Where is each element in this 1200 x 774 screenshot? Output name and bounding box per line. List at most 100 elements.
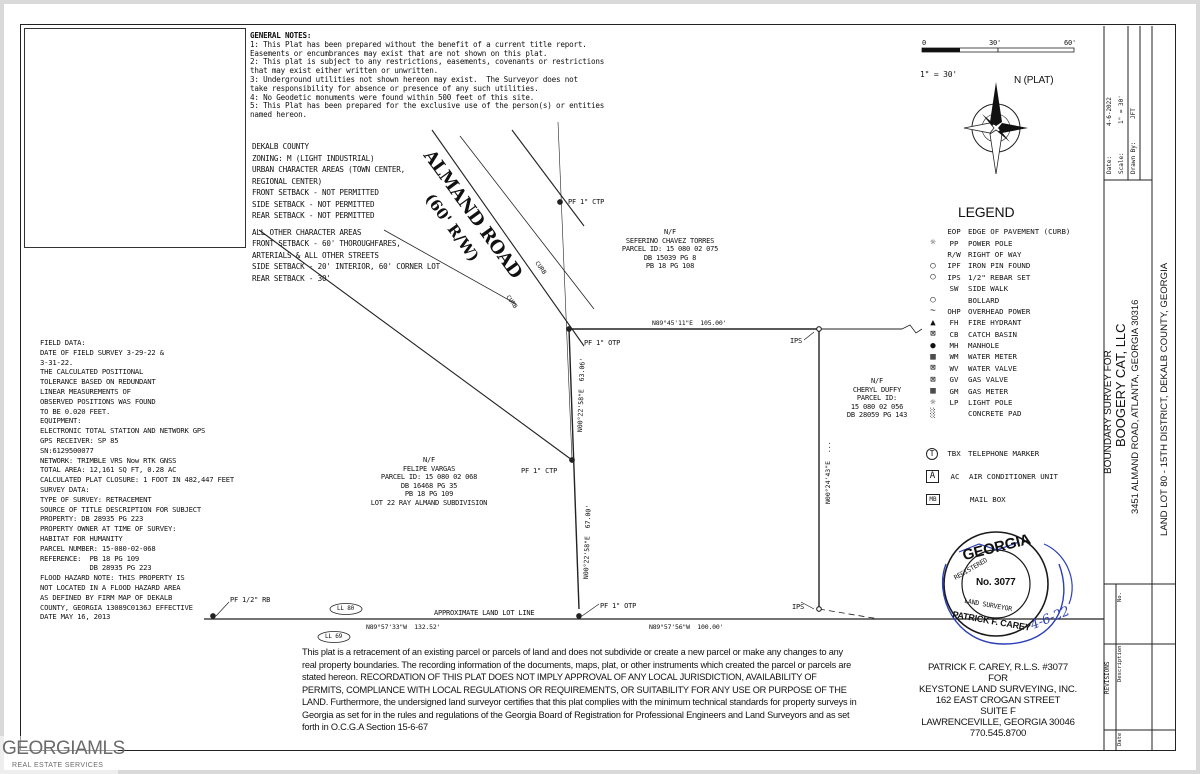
general-note-line: 3: Underground utilities not shown hereo… bbox=[250, 74, 578, 84]
field-data-line: THE CALCULATED POSITIONAL bbox=[40, 367, 144, 377]
field-data-line: ELECTRONIC TOTAL STATION AND NETWORK GPS bbox=[40, 426, 206, 436]
surveyor-line: 162 EAST CROGAN STREET bbox=[935, 695, 1061, 706]
parcel-line: PARCEL ID: 15 080 02 075 bbox=[621, 245, 719, 254]
legend-desc: LIGHT POLE bbox=[968, 398, 1013, 408]
legend-symbol: ○ bbox=[930, 272, 936, 283]
legend-symbol: ○ bbox=[930, 295, 936, 306]
field-data-line: HABITAT FOR HUMANITY bbox=[40, 533, 123, 543]
field-data-line: REFERENCE: PB 18 PG 109 bbox=[40, 553, 140, 563]
general-note-line: take responsibility for absence or prese… bbox=[250, 83, 539, 93]
title-block-lines bbox=[1103, 26, 1176, 750]
mailbox-icon: MB bbox=[926, 494, 940, 505]
zoning-line: URBAN CHARACTER AREAS (TOWN CENTER, bbox=[252, 165, 406, 174]
pin-label: PF 1" OTP bbox=[584, 339, 621, 347]
field-data-line: CALCULATED PLAT CLOSURE: 1 FOOT IN 482,4… bbox=[40, 475, 234, 485]
parcel-line: N/F bbox=[422, 456, 436, 464]
leader-line bbox=[803, 331, 815, 341]
plat-sheet: GENERAL NOTES: 1: This Plat has been pre… bbox=[0, 4, 1196, 774]
zoning-line: ALL OTHER CHARACTER AREAS bbox=[252, 227, 362, 237]
scale-tick-30: 30' bbox=[989, 39, 1002, 47]
field-data: FIELD DATA: DATE OF FIELD SURVEY 3-29-22… bbox=[40, 338, 234, 622]
title-date-label: Date: bbox=[1106, 155, 1113, 174]
parcel-line: 15 080 02 056 bbox=[850, 402, 904, 411]
title-client: BOOGERY CAT, LLC bbox=[1113, 323, 1128, 447]
zoning-line: ZONING: M (LIGHT INDUSTRIAL) bbox=[252, 153, 375, 163]
title-scale-label: Scale: bbox=[1118, 152, 1125, 174]
field-data-line: OBSERVED POSITIONS WAS FOUND bbox=[40, 396, 156, 406]
iron-pin-set bbox=[816, 326, 822, 332]
north-arrow-icon bbox=[963, 82, 1028, 175]
watermark-sub: REAL ESTATE SERVICES bbox=[12, 762, 104, 769]
road-curb-line bbox=[383, 229, 517, 305]
legend-symbol: ○ bbox=[930, 260, 936, 271]
revisions-description: Description bbox=[1117, 645, 1123, 682]
surveyor-line: SUITE F bbox=[980, 706, 1016, 717]
surveyor-block: PATRICK F. CAREY, R.L.S. #3077 FOR KEYST… bbox=[910, 662, 1086, 739]
pin-label: IPS bbox=[790, 337, 803, 345]
legend-code: IPF bbox=[947, 261, 961, 271]
legend-code: LP bbox=[949, 398, 959, 408]
field-data-line: PROPERTY: DB 28935 PG 223 bbox=[40, 514, 144, 524]
field-data-line: LINEAR MEASUREMENTS OF bbox=[40, 386, 131, 396]
iron-pin-found bbox=[569, 457, 575, 463]
ac-unit-icon: A bbox=[926, 470, 939, 483]
road-centerline bbox=[557, 121, 573, 461]
legend-item: EOP EDGE OF PAVEMENT (CURB) bbox=[926, 226, 1070, 237]
watermark-brand: GEORGIAMLS bbox=[2, 738, 125, 759]
legend-code: R/W bbox=[947, 249, 961, 259]
ll69-label: LL 69 bbox=[325, 633, 343, 640]
general-note-line: 4: No Geodetic monuments were found with… bbox=[250, 92, 535, 102]
legend-desc: EDGE OF PAVEMENT (CURB) bbox=[968, 227, 1071, 237]
legend-code: SW bbox=[949, 284, 959, 294]
parcel-subject: N/F FELIPE VARGAS PARCEL ID: 15 080 02 0… bbox=[354, 456, 504, 508]
legend-code: FH bbox=[949, 318, 959, 328]
field-data-line: FIELD DATA: bbox=[40, 338, 86, 347]
land-lot-line-label: APPROXIMATE LAND LOT LINE bbox=[434, 609, 535, 617]
zoning-line: REAR SETBACK - NOT PERMITTED bbox=[252, 211, 375, 220]
legend-desc: MAIL BOX bbox=[970, 495, 1006, 504]
legend-symbol: ⊠ bbox=[930, 363, 936, 374]
surveyor-line: FOR bbox=[988, 673, 1008, 684]
field-data-line: TYPE OF SURVEY: RETRACEMENT bbox=[40, 494, 152, 504]
surveyor-line: 770.545.8700 bbox=[969, 728, 1027, 739]
zoning-line: DEKALB COUNTY bbox=[252, 142, 309, 151]
road-curb-line bbox=[459, 135, 595, 310]
pin-label: PF 1" CTP bbox=[568, 198, 605, 206]
field-data-line: TO BE 0.020 FEET. bbox=[40, 406, 111, 416]
road-edge-line bbox=[511, 129, 585, 227]
scale-tick-0: 0 bbox=[922, 39, 927, 47]
field-data-line: FLOOD HAZARD NOTE: THIS PROPERTY IS bbox=[40, 573, 185, 583]
ll80-tag bbox=[329, 603, 363, 615]
blank-box bbox=[24, 28, 246, 248]
legend-code: EOP bbox=[947, 227, 961, 237]
field-data-line: DATE MAY 16, 2013 bbox=[40, 612, 111, 622]
legend-item: ○BOLLARD bbox=[926, 294, 1070, 305]
zoning-line: ARTERIALS & ALL OTHER STREETS bbox=[252, 250, 379, 260]
scale-bar bbox=[921, 47, 1075, 53]
legend-item: MB MAIL BOX bbox=[926, 488, 1058, 511]
bearing-label: N00°24'43"E ... bbox=[824, 441, 832, 504]
field-data-line: SOURCE OF TITLE DESCRIPTION FOR SUBJECT bbox=[40, 504, 201, 514]
general-note-line: 1: This Plat has been prepared without t… bbox=[250, 39, 587, 49]
legend-item: ░CONCRETE PAD bbox=[926, 408, 1070, 419]
parcel-line: PARCEL ID: bbox=[856, 394, 898, 403]
field-data-line: GPS RECEIVER: SP 85 bbox=[40, 435, 119, 445]
legend-code: AC bbox=[950, 472, 960, 481]
general-note-line: 5: This Plat has been prepared for the e… bbox=[250, 101, 605, 111]
north-label: N (PLAT) bbox=[1014, 75, 1054, 86]
legend-desc: RIGHT OF WAY bbox=[968, 249, 1022, 259]
road-edge-line bbox=[431, 129, 585, 347]
iron-pin-found bbox=[210, 613, 216, 619]
telephone-marker-icon: T bbox=[926, 447, 938, 460]
leader-line bbox=[215, 601, 230, 617]
legend-symbol: ⊠ bbox=[930, 329, 936, 340]
field-data-line: DATE OF FIELD SURVEY 3-29-22 & bbox=[40, 347, 164, 357]
